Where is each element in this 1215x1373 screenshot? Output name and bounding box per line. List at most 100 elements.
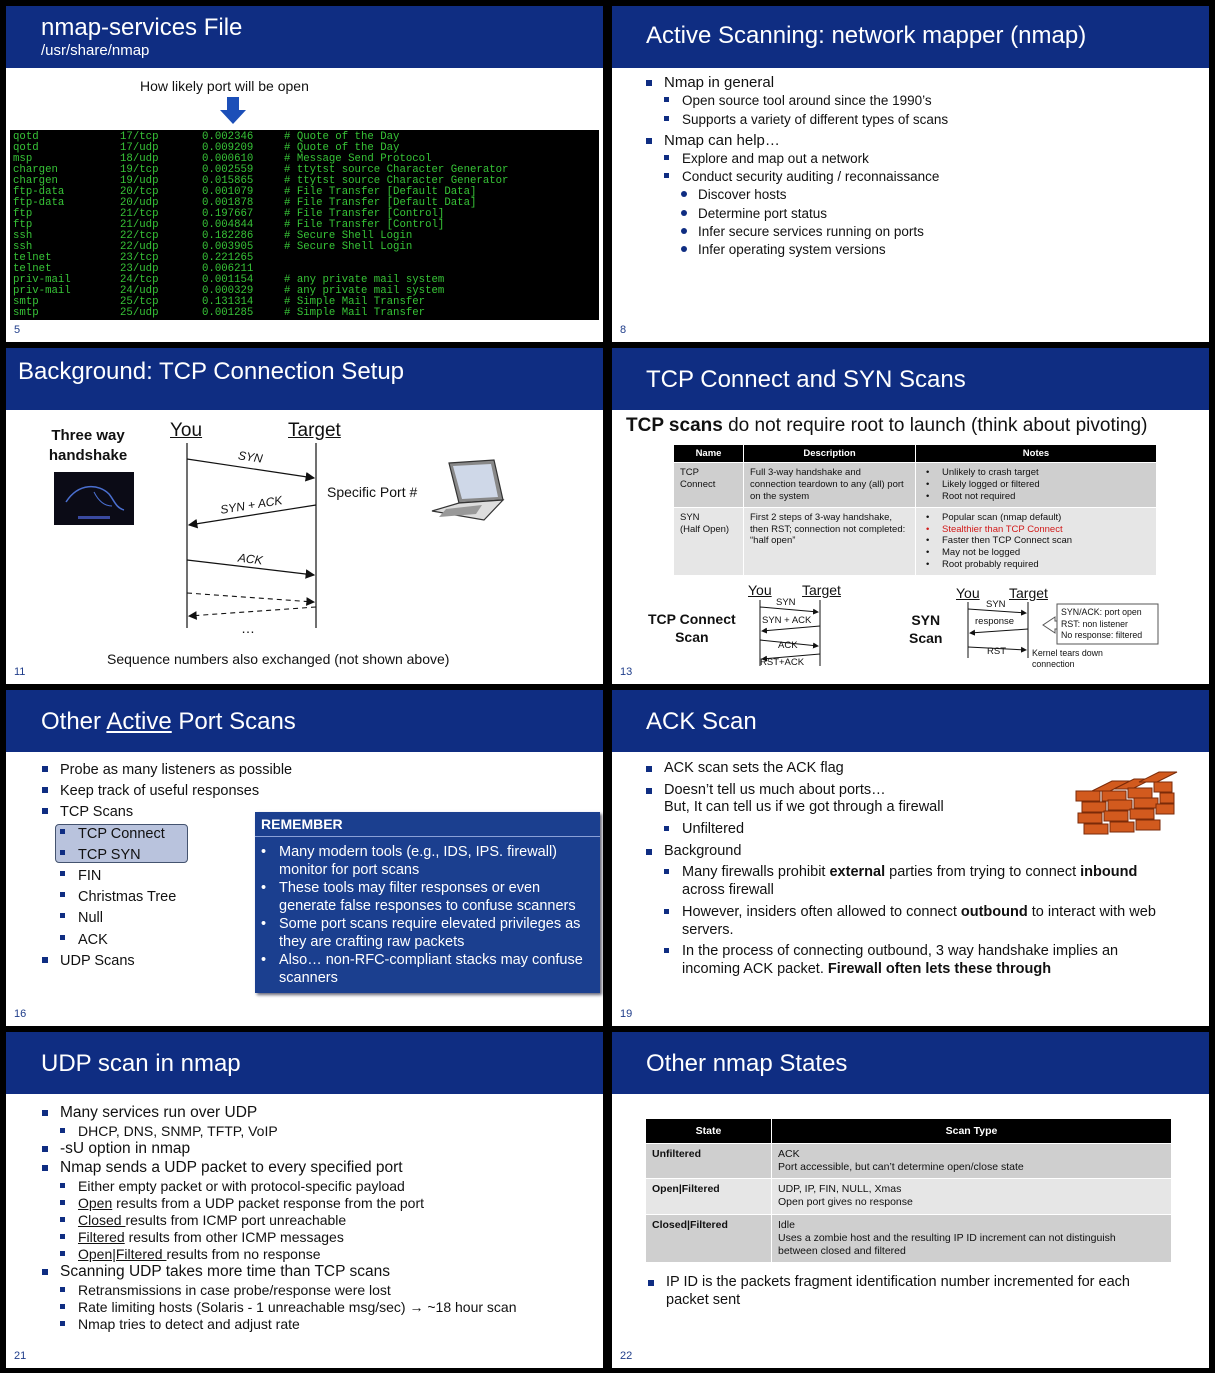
terminal-cell: 25/tcp: [120, 296, 159, 308]
list-item: Open|Filtered results from no response: [40, 1246, 516, 1263]
bullet-dot: •: [926, 535, 930, 547]
bullet-list: Many services run over UDP DHCP, DNS, SN…: [40, 1104, 516, 1333]
list-item: Unfiltered: [644, 821, 1156, 839]
list-item: Background: [644, 843, 1156, 861]
bullet-list: ACK scan sets the ACK flag Doesn’t tell …: [644, 760, 1156, 979]
ack-label: ACK: [778, 640, 798, 651]
sequence-caption: Sequence numbers also exchanged (not sho…: [107, 651, 450, 667]
slide-number: 8: [620, 324, 627, 336]
handshake-label: Three way handshake: [48, 427, 128, 464]
scan-diagrams: [759, 600, 1159, 666]
slide-header: ACK Scan: [612, 690, 1209, 752]
remember-line: generate false responses to confuse scan…: [279, 898, 576, 914]
list-item: Nmap tries to detect and adjust rate: [40, 1316, 516, 1333]
list-item: Rate limiting hosts (Solaris - 1 unreach…: [40, 1299, 516, 1316]
terminal-cell: ftp-data: [13, 186, 65, 198]
terminal-cell: # File Transfer [Control]: [284, 219, 445, 231]
note-item: •Root not required: [926, 490, 1016, 502]
synack-arrow: [187, 504, 317, 529]
state-cell: Unfiltered: [645, 1142, 772, 1180]
terminal-cell: 0.182286: [202, 230, 254, 242]
slide-header: TCP Connect and SYN Scans: [612, 348, 1209, 410]
terminal-cell: 19/udp: [120, 175, 159, 187]
col-header: State: [645, 1118, 772, 1144]
bullet-dot: •: [926, 559, 930, 571]
terminal-cell: 22/tcp: [120, 230, 159, 242]
terminal-cell: ssh: [13, 241, 33, 253]
list-item: Nmap can help…: [644, 132, 948, 150]
terminal-cell: 21/tcp: [120, 208, 159, 220]
specific-port-label: Specific Port #: [327, 484, 418, 500]
laptop-icon: [431, 459, 505, 521]
target-label: Target: [802, 582, 841, 598]
terminal-cell: # Secure Shell Login: [284, 230, 413, 242]
syn-arrow: [186, 458, 316, 482]
scan-type-line: Open port gives no response: [778, 1196, 913, 1209]
slide-title: Active Scanning: network mapper (nmap): [646, 22, 1087, 49]
lead-text: TCP scans do not require root to launch …: [626, 415, 1148, 436]
terminal-cell: 19/tcp: [120, 164, 159, 176]
slide-title: ACK Scan: [646, 708, 757, 735]
terminal-cell: 0.006211: [202, 263, 254, 275]
syn-label: SYN: [776, 597, 796, 608]
bullet-dot: •: [926, 478, 930, 490]
list-item-continuation: packet sent: [666, 1291, 741, 1308]
remember-line: These tools may filter responses or even: [279, 880, 541, 896]
kali-logo: [54, 472, 134, 525]
terminal-cell: priv-mail: [13, 274, 71, 286]
down-arrow-icon: [220, 97, 246, 124]
terminal-cell: 23/udp: [120, 263, 159, 275]
terminal-cell: # Message Send Protocol: [284, 153, 432, 165]
col-header: Name: [673, 444, 744, 463]
list-item: Open source tool around since the 1990’s: [644, 92, 948, 110]
slide-header: Active Scanning: network mapper (nmap): [612, 6, 1209, 68]
list-item: TCP Connect: [40, 824, 292, 845]
terminal-cell: telnet: [13, 263, 52, 275]
slide-udp-scan: UDP scan in nmap Many services run over …: [6, 1032, 603, 1368]
terminal-cell: priv-mail: [13, 285, 71, 297]
highlight-box: [55, 824, 188, 863]
note-item: •Root probably required: [926, 559, 1039, 571]
list-item: Christmas Tree: [40, 887, 292, 908]
target-label: Target: [288, 420, 341, 441]
list-item: -sU option in nmap: [40, 1140, 516, 1159]
col-header: Notes: [915, 444, 1157, 463]
list-item: Many services run over UDP: [40, 1104, 516, 1123]
note-item: •Popular scan (nmap default): [926, 511, 1062, 523]
terminal-cell: # File Transfer [Control]: [284, 208, 445, 220]
terminal-cell: # ttytst source Character Generator: [284, 164, 509, 176]
terminal-cell: # Simple Mail Transfer: [284, 296, 426, 308]
list-item: TCP SYN: [40, 845, 292, 866]
terminal-cell: # File Transfer [Default Data]: [284, 186, 477, 198]
terminal-cell: # File Transfer [Default Data]: [284, 197, 477, 209]
terminal-cell: # ttytst source Character Generator: [284, 175, 509, 187]
state-cell: Closed|Filtered: [645, 1213, 772, 1263]
note-item: •Faster then TCP Connect scan: [926, 535, 1073, 547]
terminal-cell: smtp: [13, 296, 39, 308]
terminal-cell: 0.015865: [202, 175, 254, 187]
you-label: You: [170, 420, 203, 441]
list-item: Nmap sends a UDP packet to every specifi…: [40, 1159, 516, 1178]
terminal-cell: 25/udp: [120, 307, 159, 319]
terminal-cell: 17/tcp: [120, 131, 159, 143]
remember-line: they are crafting raw packets: [279, 934, 465, 950]
response-legend: SYN/ACK: port open RST: non listener No …: [1061, 607, 1143, 640]
list-item: Discover hosts: [644, 186, 948, 204]
slide-title: Other Active Port Scans: [41, 708, 296, 735]
slide-title: Background: TCP Connection Setup: [18, 358, 405, 385]
remember-line: Many modern tools (e.g., IDS, IPS. firew…: [279, 844, 558, 860]
remember-box: REMEMBER •Many modern tools (e.g., IDS, …: [255, 812, 600, 993]
